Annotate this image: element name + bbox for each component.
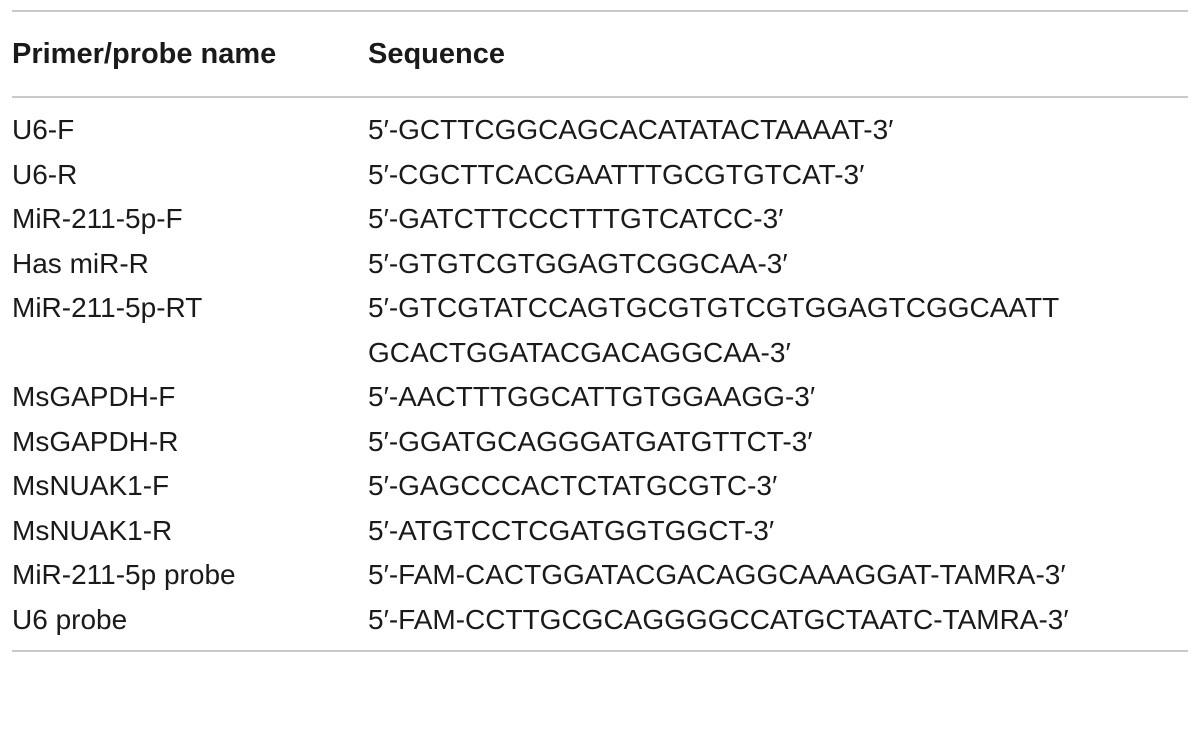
table-row: MiR-211-5p-RT 5′-GTCGTATCCAGTGCGTGTCGTGGA… [12,286,1188,375]
sequence-line: GCACTGGATACGACAGGCAA-3′ [368,336,791,368]
table-body: U6-F 5′-GCTTCGGCAGCACATATACTAAAAT-3′ U6-R 5… [12,98,1188,650]
table-row: U6-R 5′-CGCTTCACGAATTTGCGTGTCAT-3′ [12,153,1188,198]
sequence-line: 5′-ATGTCCTCGATGGTGGCT-3′ [368,514,775,546]
table-header: Primer/probe name Sequence [12,12,1188,96]
primer-table: Primer/probe name Sequence U6-F 5′-GCTTCG… [12,10,1188,652]
header-sequence: Sequence [368,37,505,70]
sequence-cell: 5′-FAM-CACTGGATACGACAGGCAAAGGAT-TAMRA-3′ [368,553,1188,598]
primer-name-cell: MiR-211-5p-F [12,203,183,234]
sequence-line: 5′-FAM-CACTGGATACGACAGGCAAAGGAT-TAMRA-3′ [368,559,1066,590]
primer-name-cell: MsGAPDH-F [12,381,176,412]
sequence-line: 5′-FAM-CCTTGCGCAGGGGCCATGCTAATC-TAMRA-3′ [368,603,1069,635]
table-bottom-rule [12,650,1188,652]
sequence-cell: 5′-AACTTTGGCATTGTGGAAGG-3′ [368,375,1188,420]
sequence-line: 5′-GATCTTCCCTTTGTCATCC-3′ [368,203,784,234]
primer-name-cell: MsNUAK1-R [12,514,173,546]
sequence-line: 5′-GCTTCGGCAGCACATATACTAAAAT-3′ [368,114,894,145]
sequence-line: 5′-GGATGCAGGGATGATGTTCT-3′ [368,425,813,457]
table-row: MiR-211-5p probe 5′-FAM-CACTGGATACGACAGGC… [12,553,1188,598]
table-row: MiR-211-5p-F 5′-GATCTTCCCTTTGTCATCC-3′ [12,197,1188,242]
primer-name-cell: Has miR-R [12,247,149,279]
sequence-cell: 5′-GGATGCAGGGATGATGTTCT-3′ [368,420,1188,465]
primer-name-cell: MsGAPDH-R [12,425,179,457]
table-row: U6-F 5′-GCTTCGGCAGCACATATACTAAAAT-3′ [12,108,1188,153]
primer-name-cell: U6-R [12,158,78,190]
sequence-cell: 5′-GTCGTATCCAGTGCGTGTCGTGGAGTCGGCAATT GCA… [368,286,1188,375]
table-top-rule [12,10,1188,12]
sequence-cell: 5′-GTGTCGTGGAGTCGGCAA-3′ [368,242,1188,287]
primer-name-cell: U6 probe [12,603,128,635]
sequence-cell: 5′-GCTTCGGCAGCACATATACTAAAAT-3′ [368,108,1188,153]
table-row: U6 probe 5′-FAM-CCTTGCGCAGGGGCCATGCTAATC-… [12,598,1188,643]
table-header-rule [12,96,1188,98]
table-row: MsNUAK1-R 5′-ATGTCCTCGATGGTGGCT-3′ [12,509,1188,554]
sequence-cell: 5′-GATCTTCCCTTTGTCATCC-3′ [368,197,1188,242]
sequence-cell: 5′-CGCTTCACGAATTTGCGTGTCAT-3′ [368,153,1188,198]
primer-name-cell: MiR-211-5p-RT [12,292,203,323]
sequence-line: 5′-GAGCCCACTCTATGCGTC-3′ [368,470,778,501]
table-row: MsGAPDH-R 5′-GGATGCAGGGATGATGTTCT-3′ [12,420,1188,465]
sequence-line: 5′-GTGTCGTGGAGTCGGCAA-3′ [368,247,788,279]
primer-name-cell: MiR-211-5p probe [12,559,236,590]
table-row: Has miR-R 5′-GTGTCGTGGAGTCGGCAA-3′ [12,242,1188,287]
sequence-cell: 5′-ATGTCCTCGATGGTGGCT-3′ [368,509,1188,554]
sequence-line: 5′-GTCGTATCCAGTGCGTGTCGTGGAGTCGGCAATT [368,292,1060,323]
primer-name-cell: MsNUAK1-F [12,470,170,501]
primer-name-cell: U6-F [12,114,75,145]
table-row: MsNUAK1-F 5′-GAGCCCACTCTATGCGTC-3′ [12,464,1188,509]
table-row: MsGAPDH-F 5′-AACTTTGGCATTGTGGAAGG-3′ [12,375,1188,420]
header-primer-name: Primer/probe name [12,37,277,70]
sequence-cell: 5′-GAGCCCACTCTATGCGTC-3′ [368,464,1188,509]
sequence-line: 5′-AACTTTGGCATTGTGGAAGG-3′ [368,381,816,412]
sequence-line: 5′-CGCTTCACGAATTTGCGTGTCAT-3′ [368,158,865,190]
sequence-cell: 5′-FAM-CCTTGCGCAGGGGCCATGCTAATC-TAMRA-3′ [368,598,1188,643]
